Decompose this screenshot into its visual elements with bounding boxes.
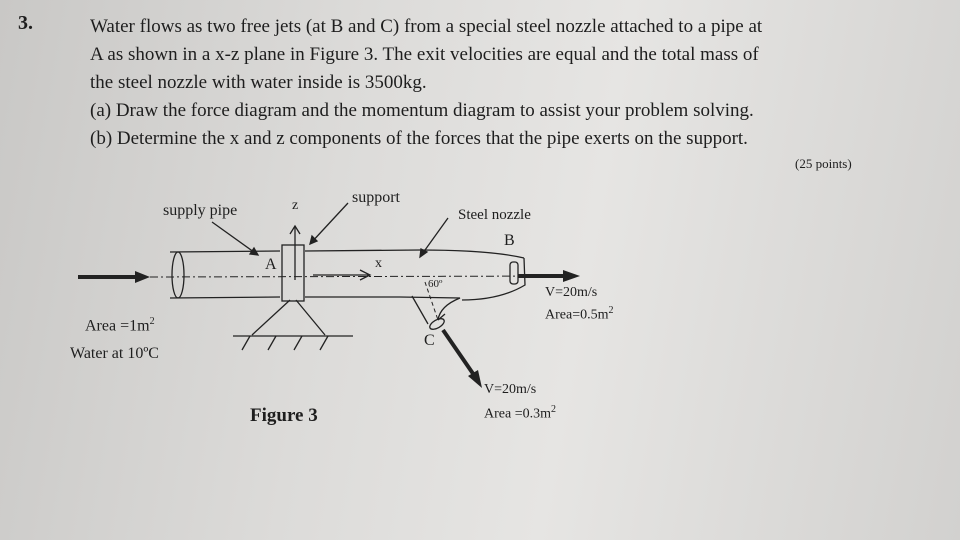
- question-line-2: A as shown in a x-z plane in Figure 3. T…: [90, 44, 759, 65]
- supply-pipe-label: supply pipe: [163, 202, 238, 219]
- jet-c-area-label: Area =0.3m2: [484, 404, 556, 422]
- jet-b-velocity-label: V=20m/s: [545, 285, 598, 300]
- question-line-3: the steel nozzle with water inside is 35…: [90, 72, 427, 93]
- support: [281, 244, 305, 302]
- x-axis-label: x: [375, 256, 382, 271]
- z-axis-label: z: [292, 198, 299, 213]
- question-line-1: Water flows as two free jets (at B and C…: [90, 16, 763, 37]
- question-number: 3.: [18, 12, 33, 34]
- figure-caption: Figure 3: [250, 405, 318, 426]
- jet-c-velocity-label: V=20m/s: [484, 382, 537, 397]
- point-b-label: B: [504, 232, 515, 249]
- steel-nozzle-label: Steel nozzle: [458, 207, 531, 223]
- jet-b-area-label: Area=0.5m2: [545, 305, 614, 323]
- point-c-label: C: [424, 332, 435, 349]
- angle-label: 60º: [428, 278, 443, 290]
- inlet-area-label: Area =1m2: [85, 316, 155, 335]
- support-label: support: [352, 189, 400, 206]
- point-a-label: A: [265, 256, 277, 273]
- pipe-top: [169, 249, 525, 259]
- water-temp-label: Water at 10ºC: [70, 345, 159, 362]
- question-line-4: (a) Draw the force diagram and the momen…: [90, 100, 754, 121]
- pipe-bottom: [169, 296, 461, 321]
- question-line-5: (b) Determine the x and z components of …: [90, 128, 748, 149]
- points-label: (25 points): [795, 156, 852, 171]
